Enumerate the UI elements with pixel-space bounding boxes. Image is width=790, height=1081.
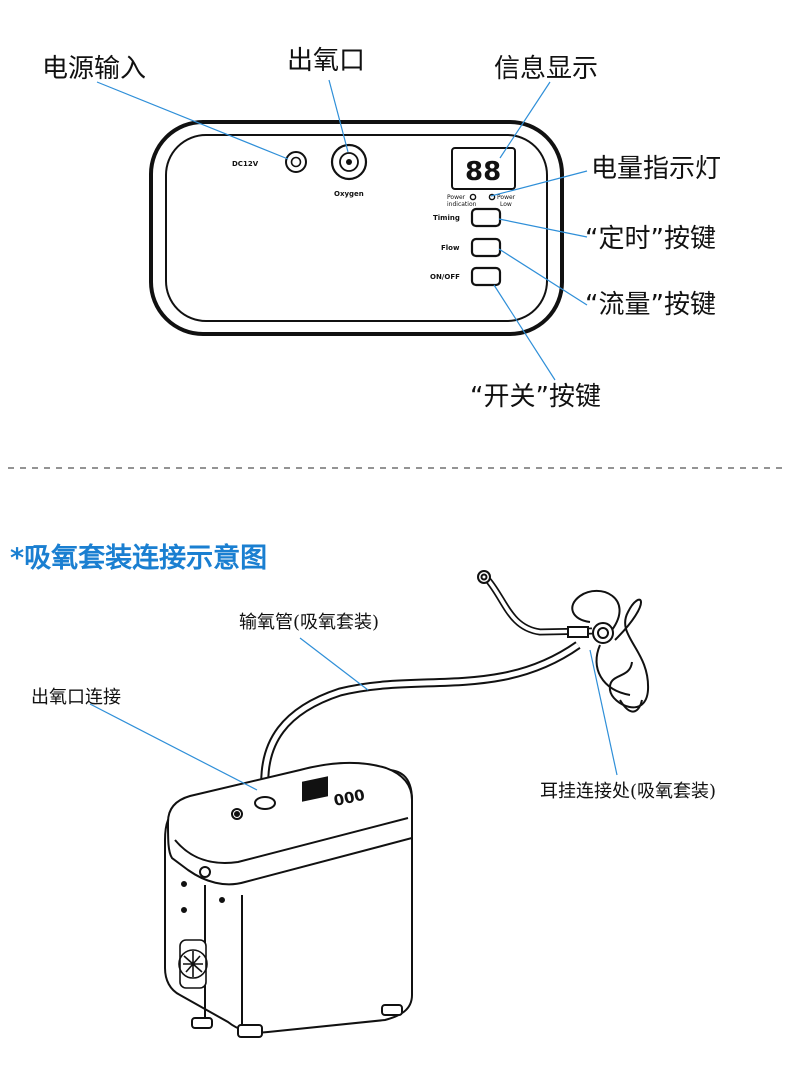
callout-flow-button: “流量”按键	[585, 290, 716, 320]
power-low-label: Power	[497, 194, 516, 201]
oxygen-label: Oxygen	[334, 190, 364, 198]
power-indication-label-2: indication	[447, 201, 477, 208]
onoff-label: ON/OFF	[430, 273, 460, 281]
power-low-label-2: Low	[500, 201, 512, 208]
dc-label: DC12V	[232, 160, 259, 168]
device-body	[164, 761, 413, 1038]
power-indication-label: Power	[447, 194, 466, 201]
bottom-leader-lines	[89, 637, 618, 791]
callout-battery-indicator: 电量指示灯	[591, 154, 721, 184]
nasal-cannula-icon	[477, 570, 650, 713]
section-title: *吸氧套装连接示意图	[10, 542, 267, 574]
timing-label: Timing	[433, 214, 460, 222]
fan-grille-icon	[178, 939, 208, 989]
oxygen-tube	[260, 641, 581, 791]
led-display-icon: 88	[451, 147, 516, 190]
callout-timing-button: “定时”按键	[585, 224, 716, 254]
power-indication-led	[469, 193, 477, 201]
display-digits: 88	[465, 157, 501, 187]
callout-power-input: 电源输入	[42, 54, 146, 84]
flow-label: Flow	[441, 244, 460, 252]
top-leader-lines	[96, 79, 588, 381]
onoff-button[interactable]	[470, 266, 502, 287]
callout-tube: 输氧管(吸氧套装)	[239, 612, 379, 633]
timing-button[interactable]	[470, 207, 502, 228]
callout-oxygen-outlet: 出氧口	[287, 46, 365, 76]
oxygen-port-icon	[330, 143, 368, 181]
callout-ear-hook-connection: 耳挂连接处(吸氧套装)	[540, 781, 716, 802]
dc-jack-icon	[285, 151, 307, 173]
callout-onoff-button: “开关”按键	[470, 382, 601, 412]
flow-button[interactable]	[470, 237, 502, 258]
callout-info-display: 信息显示	[494, 54, 598, 84]
control-panel: DC12V Oxygen 88 Power indication Power L…	[149, 120, 564, 336]
callout-outlet-connection: 出氧口连接	[31, 687, 121, 708]
